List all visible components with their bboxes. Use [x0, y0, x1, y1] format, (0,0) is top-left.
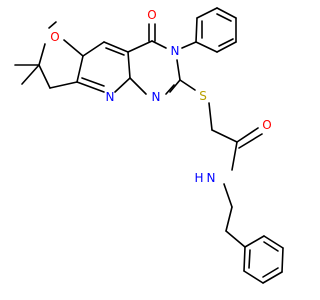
carbonyl-oxygen-label: O — [147, 8, 156, 22]
bond — [218, 38, 234, 47]
bond — [223, 183, 233, 208]
ring-oxygen-label: O — [50, 30, 59, 44]
bond — [238, 133, 263, 149]
bond — [195, 17, 198, 43]
bond — [76, 55, 84, 83]
bond — [81, 77, 105, 87]
amide-oxygen-label: O — [262, 118, 271, 132]
bond — [225, 206, 233, 232]
bond — [38, 64, 51, 89]
bond — [127, 51, 131, 79]
bond — [176, 59, 181, 81]
bond — [181, 41, 197, 49]
pyrimidine-nitrogen-lower-label: N — [152, 90, 161, 104]
bond — [216, 7, 237, 19]
bond — [76, 81, 105, 93]
bond — [82, 41, 105, 57]
bond — [248, 249, 251, 269]
bond — [63, 39, 84, 57]
bond — [262, 267, 279, 278]
bond — [281, 247, 284, 273]
bond — [196, 7, 218, 19]
bond — [225, 230, 246, 248]
bond — [129, 77, 147, 95]
bond — [21, 64, 40, 85]
bond — [262, 271, 283, 284]
bond — [263, 241, 279, 252]
bond — [263, 235, 284, 249]
bond — [208, 102, 213, 131]
bond — [243, 270, 264, 284]
bond — [103, 41, 129, 53]
bond — [114, 77, 131, 93]
bond — [216, 13, 232, 22]
bond — [127, 40, 153, 53]
amide-hydrogen-label: H — [194, 171, 203, 185]
amide-nitrogen-label: N — [207, 171, 216, 185]
bond — [244, 235, 265, 248]
bond — [243, 246, 246, 272]
bond — [216, 41, 237, 53]
bond — [195, 41, 218, 53]
pyrimidine-nitrogen-upper-label: N — [171, 44, 180, 58]
bond — [49, 81, 78, 89]
molecule-structure: O O O N N N S H N — [14, 7, 284, 284]
bond — [105, 47, 125, 56]
bond — [169, 79, 181, 93]
sulfur-label: S — [199, 89, 207, 103]
bond — [38, 43, 46, 66]
bond — [179, 79, 196, 91]
bond — [211, 129, 238, 143]
bond — [48, 21, 57, 29]
pyridine-nitrogen-label: N — [106, 90, 115, 104]
bond — [165, 84, 175, 95]
bond — [231, 141, 238, 171]
bond — [236, 127, 259, 143]
bond — [151, 40, 167, 49]
